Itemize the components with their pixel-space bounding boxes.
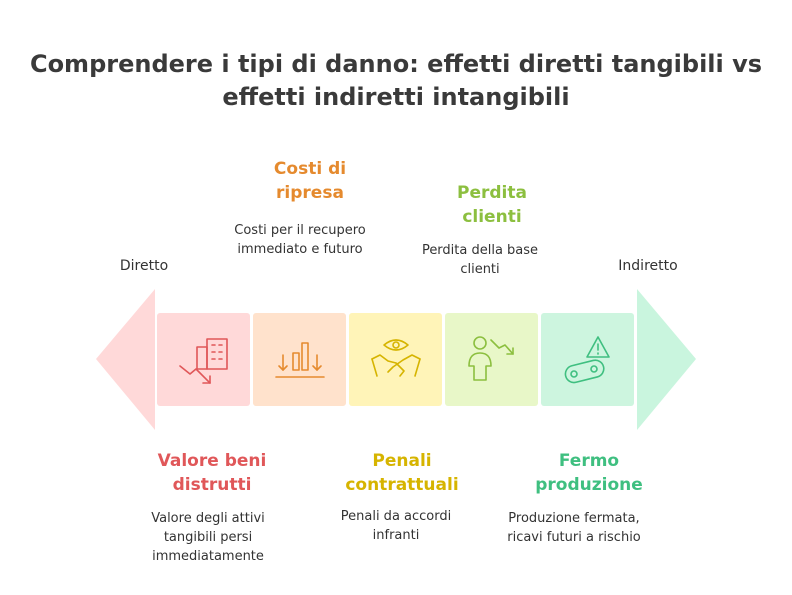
handshake-eye-icon	[371, 339, 421, 377]
left-arrow-head	[96, 289, 155, 430]
page-title: Comprendere i tipi di danno: effetti dir…	[0, 48, 792, 114]
title-line-2: effetti indiretti intangibili	[222, 83, 570, 111]
desc-costi-ripresa: Costi per il recupero immediato e futuro	[234, 223, 366, 257]
heading-fermo-produzione: Fermo produzione	[535, 451, 643, 495]
heading-valore-beni: Valore beni distrutti	[157, 451, 267, 495]
heading-costi-ripresa: Costi di ripresa	[273, 159, 347, 203]
desc-perdita-clienti: Perdita della base clienti	[421, 243, 539, 277]
heading-perdita-clienti: Perdita clienti	[457, 183, 527, 227]
conveyor-warning-icon	[564, 336, 610, 384]
axis-label-right: Indiretto	[618, 258, 678, 274]
person-decline-icon	[468, 336, 514, 381]
title-line-1: Comprendere i tipi di danno: effetti dir…	[29, 50, 763, 78]
desc-valore-beni: Valore degli attivi tangibili persi imme…	[151, 511, 265, 564]
segment-penali	[349, 313, 442, 406]
segment-fermo-produzione	[541, 313, 634, 406]
segment-valore-beni	[157, 313, 250, 406]
desc-fermo-produzione: Produzione fermata, ricavi futuri a risc…	[507, 511, 641, 545]
heading-penali: Penali contrattuali	[345, 451, 459, 495]
axis-label-left: Diretto	[119, 258, 169, 274]
right-arrow-head	[637, 289, 696, 430]
desc-penali: Penali da accordi infranti	[340, 509, 452, 543]
bar-chart-down-icon	[275, 342, 325, 378]
building-decline-icon	[179, 338, 228, 384]
segment-perdita-clienti	[445, 313, 538, 406]
